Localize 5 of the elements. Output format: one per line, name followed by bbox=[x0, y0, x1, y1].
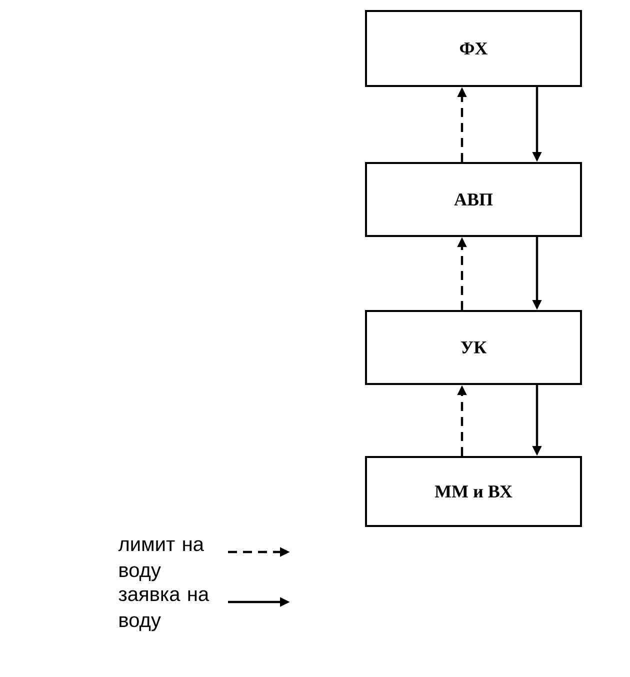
process-box: ФХ bbox=[365, 10, 582, 87]
process-box: АВП bbox=[365, 162, 582, 237]
process-box: УК bbox=[365, 310, 582, 385]
process-box: ММ и ВХ bbox=[365, 456, 582, 527]
legend-label: заявка на воду bbox=[118, 590, 210, 632]
